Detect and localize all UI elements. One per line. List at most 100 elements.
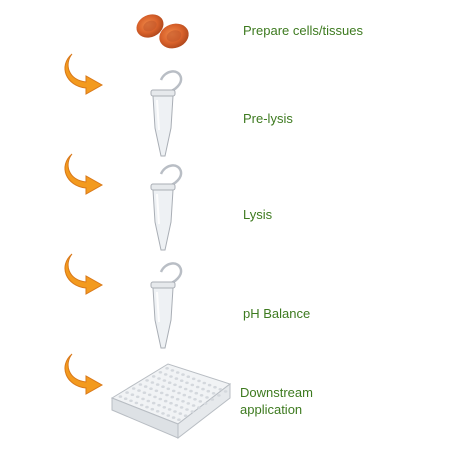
plate-well <box>153 395 157 399</box>
plate-well <box>191 377 196 381</box>
plate-well <box>167 381 172 384</box>
plate-well <box>190 410 195 413</box>
plate-well <box>170 369 175 372</box>
microcentrifuge-tube-icon <box>150 164 183 251</box>
plate-well <box>157 377 161 380</box>
plate-well <box>166 414 171 417</box>
plate-well <box>218 388 223 391</box>
red-blood-cells-icon <box>136 14 189 49</box>
plate-well <box>166 387 171 391</box>
curved-arrow-icon <box>64 153 104 195</box>
plate-well <box>154 389 159 393</box>
step-label-pre-lysis: Pre-lysis <box>243 111 293 126</box>
plate-well <box>197 406 201 409</box>
plate-well <box>145 379 149 382</box>
plate-well <box>195 385 200 389</box>
plate-well <box>190 383 195 387</box>
plate-well <box>185 408 189 411</box>
plate-well <box>162 379 167 382</box>
plate-well <box>158 371 163 374</box>
plate-well <box>185 381 189 385</box>
plate-well <box>118 395 123 398</box>
plate-well <box>177 418 181 421</box>
plate-well <box>175 371 180 374</box>
plate-well <box>193 398 197 401</box>
plate-well <box>165 393 169 397</box>
plate-well <box>170 395 175 399</box>
plate-well <box>211 392 216 395</box>
step-label-prepare: Prepare cells/tissues <box>243 23 363 38</box>
curved-arrow-icon <box>64 353 104 395</box>
plate-well <box>178 385 183 389</box>
step-label-downstream: Downstream application <box>240 385 313 417</box>
microcentrifuge-tube-icon <box>150 70 183 157</box>
plate-well <box>181 373 185 376</box>
plate-well <box>162 406 167 409</box>
plate-well <box>197 379 201 383</box>
plate-well <box>171 416 176 419</box>
plate-well <box>203 402 208 405</box>
plate-well <box>163 373 168 376</box>
plate-well <box>125 391 129 394</box>
plate-well <box>151 401 156 405</box>
plate-well <box>179 406 184 409</box>
96-well-plate-icon <box>110 363 232 440</box>
plate-well <box>135 395 140 399</box>
plate-well <box>143 385 148 388</box>
plate-well <box>201 387 205 391</box>
plate-well <box>175 397 180 401</box>
plate-well <box>210 398 215 401</box>
plate-well <box>155 383 160 386</box>
plate-well <box>173 383 177 387</box>
plate-well <box>123 397 128 400</box>
plate-well <box>217 394 221 397</box>
plate-well <box>213 385 217 389</box>
plate-well <box>177 391 181 395</box>
plate-well <box>169 401 173 405</box>
plate-well <box>223 390 228 393</box>
plate-well <box>174 404 179 407</box>
plate-well <box>174 377 179 380</box>
plate-well <box>173 410 177 413</box>
plate-well <box>186 402 191 405</box>
step-label-ph-balance: pH Balance <box>243 306 311 321</box>
plate-well <box>183 387 188 391</box>
plate-well <box>138 383 143 386</box>
plate-well <box>150 381 155 384</box>
plate-well <box>199 394 204 397</box>
plate-well <box>149 387 153 390</box>
plate-well <box>137 389 141 392</box>
plate-well <box>157 403 161 407</box>
curved-arrow-icon <box>64 253 104 295</box>
plate-well <box>182 393 187 397</box>
plate-well <box>165 367 169 370</box>
plate-well <box>147 393 152 397</box>
plate-well <box>146 399 151 403</box>
plate-well <box>161 385 165 388</box>
plate-well <box>134 401 139 405</box>
plate-well <box>194 391 199 395</box>
plate-well <box>155 410 160 413</box>
plate-well <box>206 389 211 393</box>
plate-well <box>171 389 176 393</box>
plate-well <box>207 383 212 387</box>
plate-well <box>129 399 133 403</box>
plate-well <box>181 400 185 403</box>
plate-well <box>183 414 188 417</box>
plate-well <box>130 393 135 396</box>
plate-well <box>139 403 144 407</box>
plate-well <box>202 381 207 385</box>
plate-well <box>150 407 155 411</box>
plate-well <box>187 395 192 399</box>
plate-well <box>205 396 209 399</box>
plate-well <box>198 400 203 403</box>
plate-well <box>151 375 156 378</box>
curved-arrow-icon <box>64 53 104 95</box>
plate-well <box>159 391 164 395</box>
plate-well <box>189 389 193 393</box>
plate-well <box>186 375 191 378</box>
microcentrifuge-tube-icon <box>150 262 183 349</box>
plate-well <box>158 397 163 401</box>
plate-well <box>191 404 196 407</box>
